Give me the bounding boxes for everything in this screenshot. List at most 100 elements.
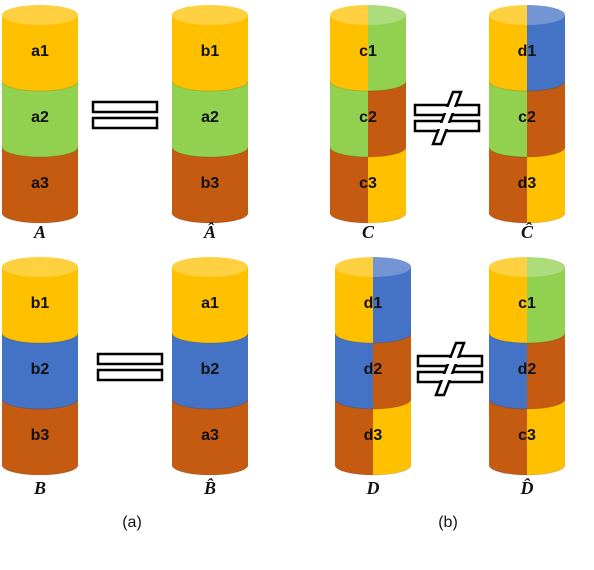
segment-divider bbox=[488, 80, 566, 92]
segment-right-half bbox=[368, 15, 406, 91]
cylinder-c: c3 c2 c1 bbox=[329, 5, 407, 224]
segment-right-half bbox=[210, 147, 248, 223]
cylinder-top-left bbox=[172, 257, 210, 277]
cylinder-top-left bbox=[335, 257, 373, 277]
segment-right-half bbox=[210, 333, 248, 409]
segment-label: b2 bbox=[201, 361, 220, 378]
segment-left-half bbox=[489, 333, 527, 409]
segment-right-half bbox=[40, 333, 78, 409]
segment-left-half bbox=[489, 399, 527, 475]
segment-divider bbox=[329, 146, 407, 158]
segment-right-half bbox=[527, 81, 565, 157]
segment-left-half bbox=[330, 81, 368, 157]
cylinder-b-hat: a3 b2 a1 bbox=[171, 257, 249, 476]
cylinder-top-left bbox=[489, 5, 527, 25]
panel-label-b: (b) bbox=[438, 514, 458, 531]
segment-divider bbox=[488, 464, 566, 476]
segment-divider bbox=[171, 332, 249, 344]
segment-right-half bbox=[368, 147, 406, 223]
segment-label: b1 bbox=[31, 295, 50, 312]
segment-label: b3 bbox=[31, 427, 50, 444]
segment-left-half bbox=[330, 147, 368, 223]
segment-label: c2 bbox=[518, 109, 536, 126]
cylinder-segment: b2 bbox=[171, 333, 249, 410]
equal-icon bbox=[91, 100, 159, 130]
cylinder-top-left bbox=[330, 5, 368, 25]
cylinder-top-right bbox=[527, 5, 565, 25]
segment-divider bbox=[334, 398, 412, 410]
segment-label: d3 bbox=[518, 175, 537, 192]
segment-label: d1 bbox=[364, 295, 383, 312]
cylinder-b: b3 b2 b1 bbox=[1, 257, 79, 476]
cylinder-segment: d3 bbox=[488, 147, 566, 224]
cylinder-segment: c3 bbox=[488, 399, 566, 476]
segment-divider bbox=[171, 212, 249, 224]
segment-right-half bbox=[40, 147, 78, 223]
segment-left-half bbox=[489, 81, 527, 157]
cylinder-segment: a3 bbox=[171, 399, 249, 476]
segment-divider bbox=[329, 212, 407, 224]
cylinder-name-c-hat: Ĉ bbox=[521, 221, 534, 242]
segment-right-half bbox=[527, 147, 565, 223]
segment-left-half bbox=[172, 15, 210, 91]
segment-left-half bbox=[2, 399, 40, 475]
segment-left-half bbox=[172, 81, 210, 157]
cylinder-segment: b3 bbox=[171, 147, 249, 224]
segment-label: c2 bbox=[359, 109, 377, 126]
segment-right-half bbox=[527, 15, 565, 91]
segment-right-half bbox=[527, 267, 565, 343]
segment-label: d2 bbox=[364, 361, 383, 378]
segment-left-half bbox=[172, 147, 210, 223]
segment-label: a1 bbox=[31, 43, 49, 60]
cylinder-top-left bbox=[2, 5, 40, 25]
segment-label: c3 bbox=[518, 427, 536, 444]
segment-label: c3 bbox=[359, 175, 377, 192]
cylinder-top-right bbox=[40, 257, 78, 277]
segment-right-half bbox=[373, 267, 411, 343]
segment-divider bbox=[1, 80, 79, 92]
equal-icon bbox=[96, 352, 164, 382]
cylinder-segment: c2 bbox=[329, 81, 407, 158]
cylinder-segment: a1 bbox=[171, 267, 249, 344]
cylinder-segment: c2 bbox=[488, 81, 566, 158]
cylinder-segment: d2 bbox=[334, 333, 412, 410]
segment-label: b2 bbox=[31, 361, 50, 378]
cylinder-segment: b3 bbox=[1, 399, 79, 476]
segment-label: a2 bbox=[201, 109, 219, 126]
cylinder-segment: d1 bbox=[334, 267, 412, 344]
cylinder-segment: a2 bbox=[171, 81, 249, 158]
cylinder-top-right bbox=[210, 257, 248, 277]
segment-divider bbox=[1, 464, 79, 476]
segment-left-half bbox=[2, 147, 40, 223]
segment-left-half bbox=[489, 15, 527, 91]
not-equal-icon bbox=[416, 341, 484, 397]
cylinder-top-right bbox=[210, 5, 248, 25]
segment-left-half bbox=[2, 81, 40, 157]
cylinder-top-left bbox=[172, 5, 210, 25]
segment-left-half bbox=[2, 15, 40, 91]
segment-label: a1 bbox=[201, 295, 219, 312]
cylinder-name-a-hat: Â bbox=[203, 221, 216, 242]
segment-left-half bbox=[335, 333, 373, 409]
cylinder-name-b: B bbox=[33, 478, 46, 498]
segment-left-half bbox=[330, 15, 368, 91]
segment-divider bbox=[488, 212, 566, 224]
segment-right-half bbox=[210, 399, 248, 475]
segment-label: a2 bbox=[31, 109, 49, 126]
segment-divider bbox=[488, 146, 566, 158]
cylinder-top-right bbox=[527, 257, 565, 277]
segment-label: d2 bbox=[518, 361, 537, 378]
segment-label: d3 bbox=[364, 427, 383, 444]
cylinder-segment: c1 bbox=[329, 15, 407, 92]
segment-divider bbox=[488, 398, 566, 410]
cylinder-segment: c3 bbox=[329, 147, 407, 224]
segment-divider bbox=[171, 398, 249, 410]
segment-left-half bbox=[2, 333, 40, 409]
